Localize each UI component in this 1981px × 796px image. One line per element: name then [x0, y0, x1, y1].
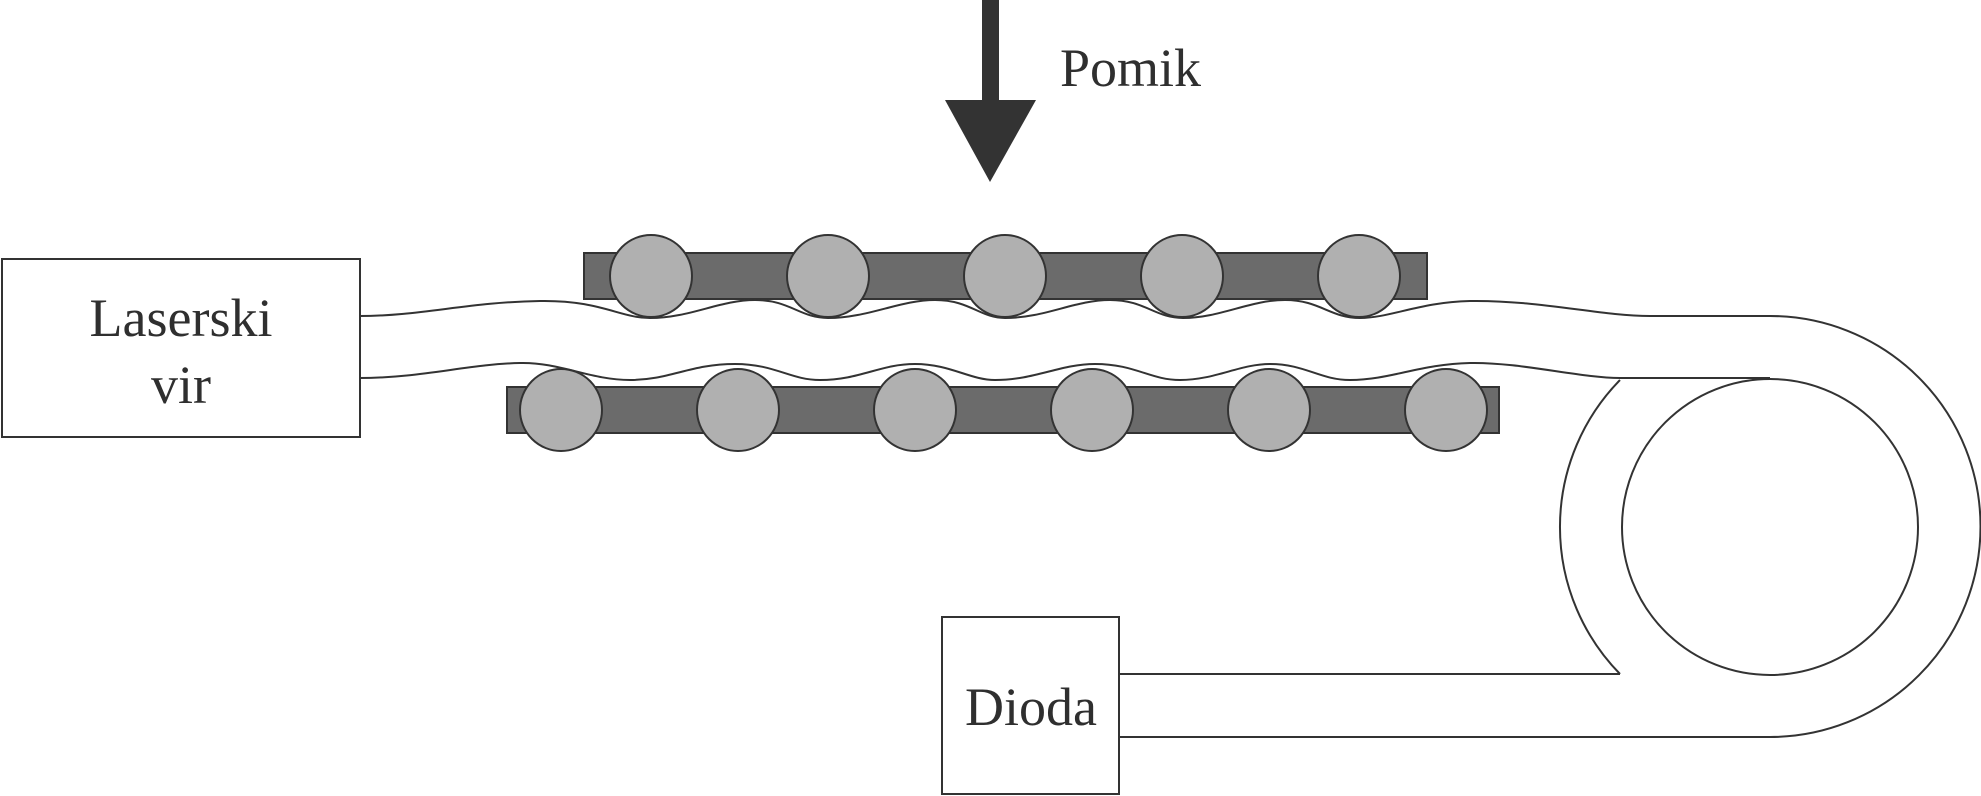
- fiber-loop-outer-left: [1559, 379, 1621, 675]
- diode-label: Dioda: [965, 677, 1097, 737]
- lower-roller: [1050, 368, 1134, 452]
- lower-roller: [1404, 368, 1488, 452]
- lower-roller: [873, 368, 957, 452]
- upper-roller: [1317, 234, 1401, 318]
- fiber-loop: [1559, 315, 1981, 738]
- upper-rollers: [609, 234, 1401, 318]
- lower-rollers: [519, 368, 1488, 452]
- fiber-loop-outer: [1769, 315, 1981, 738]
- upper-roller: [963, 234, 1047, 318]
- diode-box: [941, 616, 1120, 795]
- laser-source-label-line2: vir: [151, 355, 211, 415]
- upper-roller: [609, 234, 693, 318]
- lower-roller: [1227, 368, 1311, 452]
- displacement-label: Pomik: [1060, 38, 1201, 98]
- arrow-shaft: [982, 0, 999, 102]
- fiber-lower: [359, 361, 1770, 382]
- upper-roller: [786, 234, 870, 318]
- arrow-head: [945, 100, 1036, 182]
- lower-roller: [696, 368, 780, 452]
- fiber-upper: [359, 298, 1770, 320]
- lower-roller: [519, 368, 603, 452]
- lower-plate: [506, 386, 1500, 434]
- fiber-loop-inner: [1621, 378, 1919, 676]
- upper-roller: [1140, 234, 1224, 318]
- displacement-arrow: [945, 0, 1036, 182]
- laser-source-label-line1: Laserski: [90, 288, 273, 348]
- laser-source-box: [1, 258, 361, 438]
